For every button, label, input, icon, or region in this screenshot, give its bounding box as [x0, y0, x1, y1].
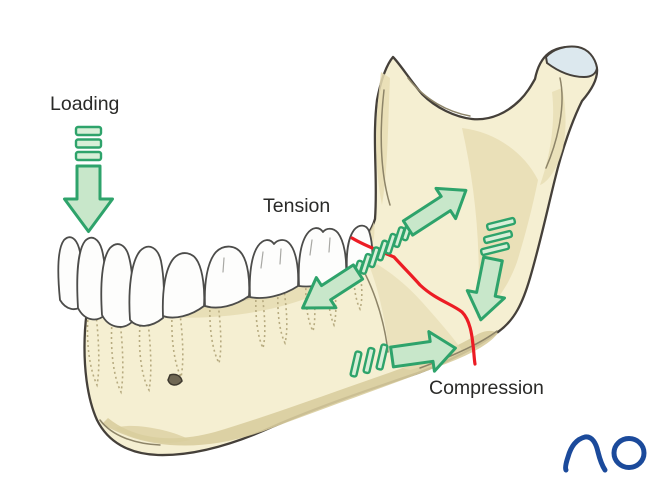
- tooth: [100, 243, 134, 328]
- ao-logo-letter-o: [611, 436, 647, 470]
- condyle-cartilage-cap: [544, 45, 599, 79]
- ao-logo-letter-a: [563, 434, 608, 473]
- loading-label: Loading: [50, 93, 119, 115]
- mandible: [57, 45, 599, 457]
- fracture-line: [350, 236, 477, 366]
- tooth: [248, 239, 300, 299]
- tension-arrow-down-left-icon: [301, 263, 365, 310]
- tooth: [203, 245, 251, 309]
- compression-arrow-down-icon: [465, 216, 517, 322]
- ao-logo: [563, 434, 647, 473]
- mental-foramen: [167, 373, 183, 386]
- loading-arrow-icon: [63, 125, 114, 233]
- tooth-grooves: [222, 237, 331, 273]
- compression-label: Compression: [429, 377, 544, 399]
- tooth: [161, 252, 206, 319]
- tooth: [76, 236, 107, 321]
- compression-arrow-right-icon: [349, 330, 457, 378]
- tension-arrow-up-right-icon: [401, 186, 468, 237]
- tooth: [128, 245, 165, 327]
- tension-label: Tension: [263, 195, 330, 217]
